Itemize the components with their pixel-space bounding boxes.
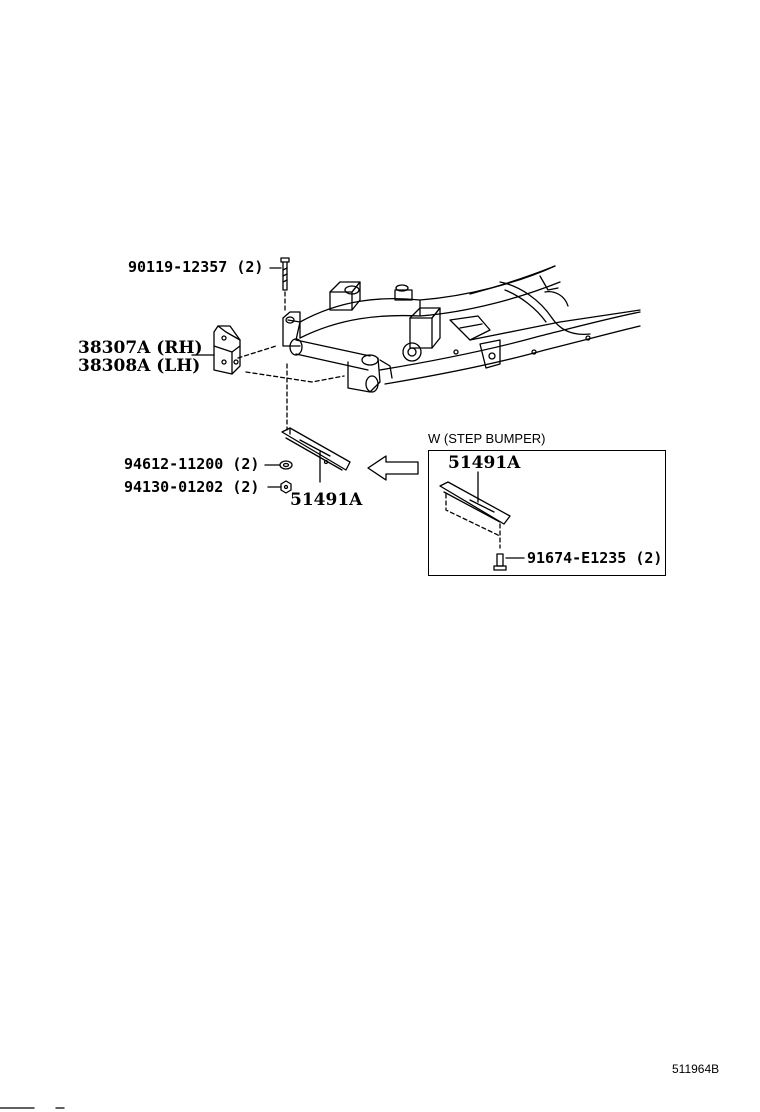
frame-rear-hanger xyxy=(282,311,393,393)
diagram-code: 511964B xyxy=(672,1062,720,1076)
frame-rail-upper xyxy=(299,265,561,339)
label-bracket-rh: 38307A (RH) xyxy=(78,338,203,358)
washer-drawing xyxy=(279,460,293,470)
label-bracket-lh: 38308A (LH) xyxy=(78,356,201,376)
inset-frame xyxy=(428,450,666,576)
frame-mount-blocks xyxy=(329,281,537,369)
assembly-lines xyxy=(237,291,345,431)
leader-lines xyxy=(191,267,321,488)
label-nut-part: 94130-01202 (2) xyxy=(124,478,260,496)
label-bolt-part: 90119-12357 (2) xyxy=(128,258,264,276)
inset-drawing xyxy=(439,471,525,571)
bracket-part-drawing xyxy=(213,325,241,375)
nut-drawing xyxy=(280,480,292,494)
label-step-bumper-part: 51491A xyxy=(290,490,363,510)
inset-caption: W (STEP BUMPER) xyxy=(428,431,546,446)
frame-front-curve xyxy=(499,275,591,341)
label-washer-part: 94612-11200 (2) xyxy=(124,455,260,473)
frame-crossmember xyxy=(287,319,371,371)
bolt-part-drawing xyxy=(280,257,290,291)
arrow-left-icon xyxy=(367,455,419,481)
inset-label-screw: 91674-E1235 (2) xyxy=(527,549,663,567)
frame-rail-lower xyxy=(379,309,641,385)
inset-label-step-bumper: 51491A xyxy=(448,453,521,473)
